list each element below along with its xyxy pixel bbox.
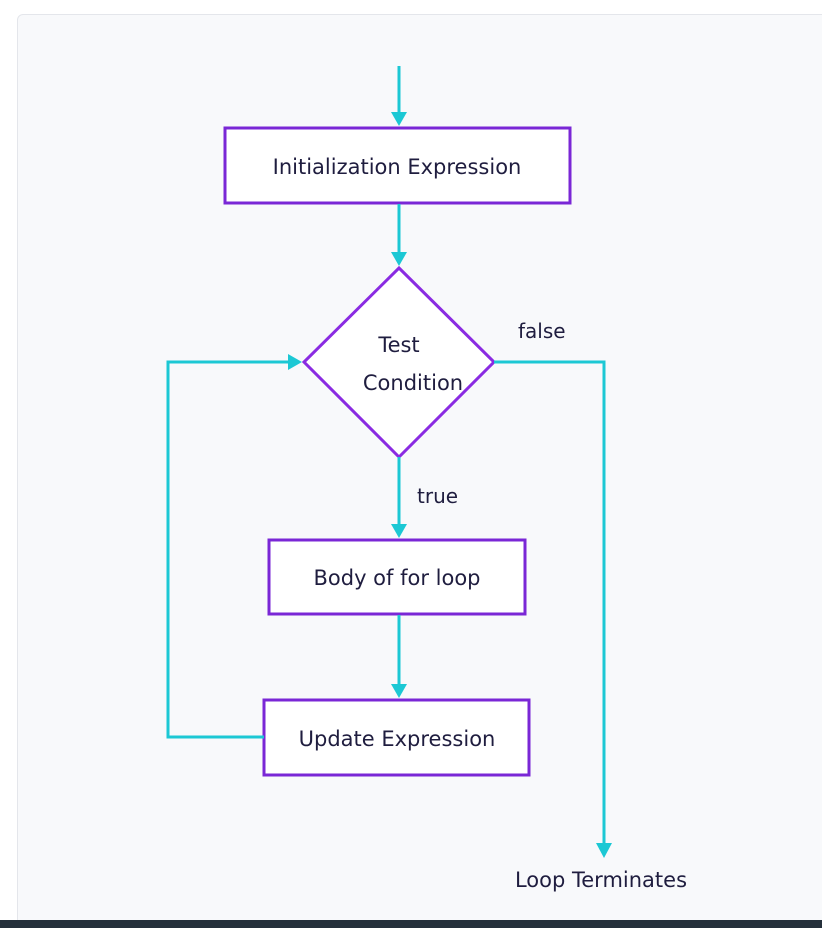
test-condition-label-line1: Test	[377, 333, 419, 357]
loop-body-box	[267, 538, 527, 616]
loop-back-arrow-head	[288, 354, 302, 370]
entry-arrow-head	[391, 112, 407, 126]
loop-body-label: Body of for loop	[313, 566, 480, 590]
loop-terminates-label: Loop Terminates	[515, 868, 687, 892]
test-condition-label-line2: Condition	[363, 371, 463, 395]
update-expression-box	[262, 698, 531, 777]
initialization-box	[223, 126, 572, 205]
false-label: false	[518, 319, 566, 343]
initialization-label: Initialization Expression	[273, 155, 522, 179]
true-branch-arrow-head	[391, 524, 407, 538]
loop-back-line	[166, 360, 288, 739]
bottom-bar	[0, 920, 822, 928]
false-branch-arrow-head	[596, 843, 612, 858]
update-expression-label: Update Expression	[299, 727, 496, 751]
init-to-test-arrow-head	[391, 252, 407, 266]
test-condition-diamond	[301, 265, 497, 460]
body-to-update-arrow-head	[391, 684, 407, 698]
true-label: true	[417, 484, 458, 508]
false-branch-line	[494, 360, 606, 843]
